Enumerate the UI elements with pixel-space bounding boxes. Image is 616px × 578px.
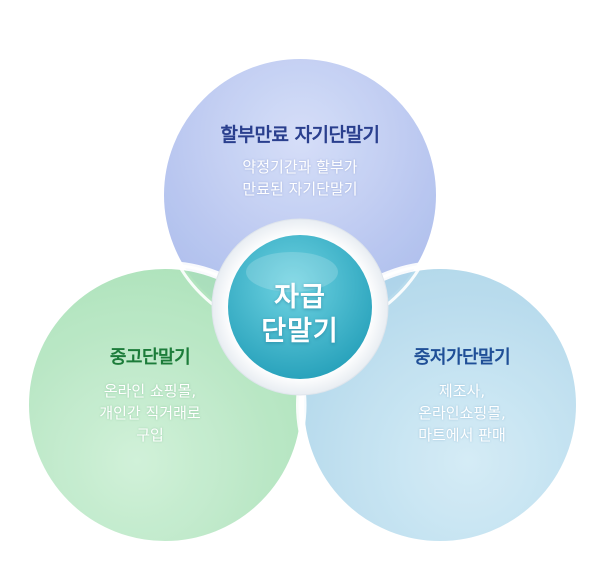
right-desc-line-2: 온라인쇼핑몰, bbox=[418, 404, 506, 422]
center-line-1: 자급 bbox=[274, 282, 326, 313]
left-desc-line-1: 온라인 쇼핑몰, bbox=[103, 382, 197, 400]
right-desc-line-3: 마트에서 판매 bbox=[418, 426, 506, 444]
center-highlight bbox=[246, 252, 338, 292]
right-circle-description: 제조사, 온라인쇼핑몰, 마트에서 판매 bbox=[418, 380, 506, 446]
circle-left-outline bbox=[23, 263, 307, 547]
left-circle-title: 중고단말기 bbox=[109, 347, 191, 368]
left-desc-line-3: 구입 bbox=[136, 426, 164, 444]
center-line-2: 단말기 bbox=[261, 316, 339, 347]
left-desc-line-2: 개인간 직거래로 bbox=[99, 404, 201, 422]
circle-right-outline bbox=[298, 263, 582, 547]
top-circle-description: 약정기간과 할부가 만료된 자기단말기 bbox=[242, 156, 357, 200]
right-desc-line-1: 제조사, bbox=[438, 382, 486, 400]
right-circle-title: 중저가단말기 bbox=[413, 347, 511, 368]
top-desc-line-2: 만료된 자기단말기 bbox=[242, 180, 358, 198]
top-circle-title: 할부만료 자기단말기 bbox=[220, 124, 380, 146]
top-desc-line-1: 약정기간과 할부가 bbox=[242, 158, 358, 176]
left-circle-description: 온라인 쇼핑몰, 개인간 직거래로 구입 bbox=[99, 380, 200, 446]
center-circle bbox=[228, 235, 372, 379]
center-label: 자급 단말기 bbox=[261, 281, 339, 349]
